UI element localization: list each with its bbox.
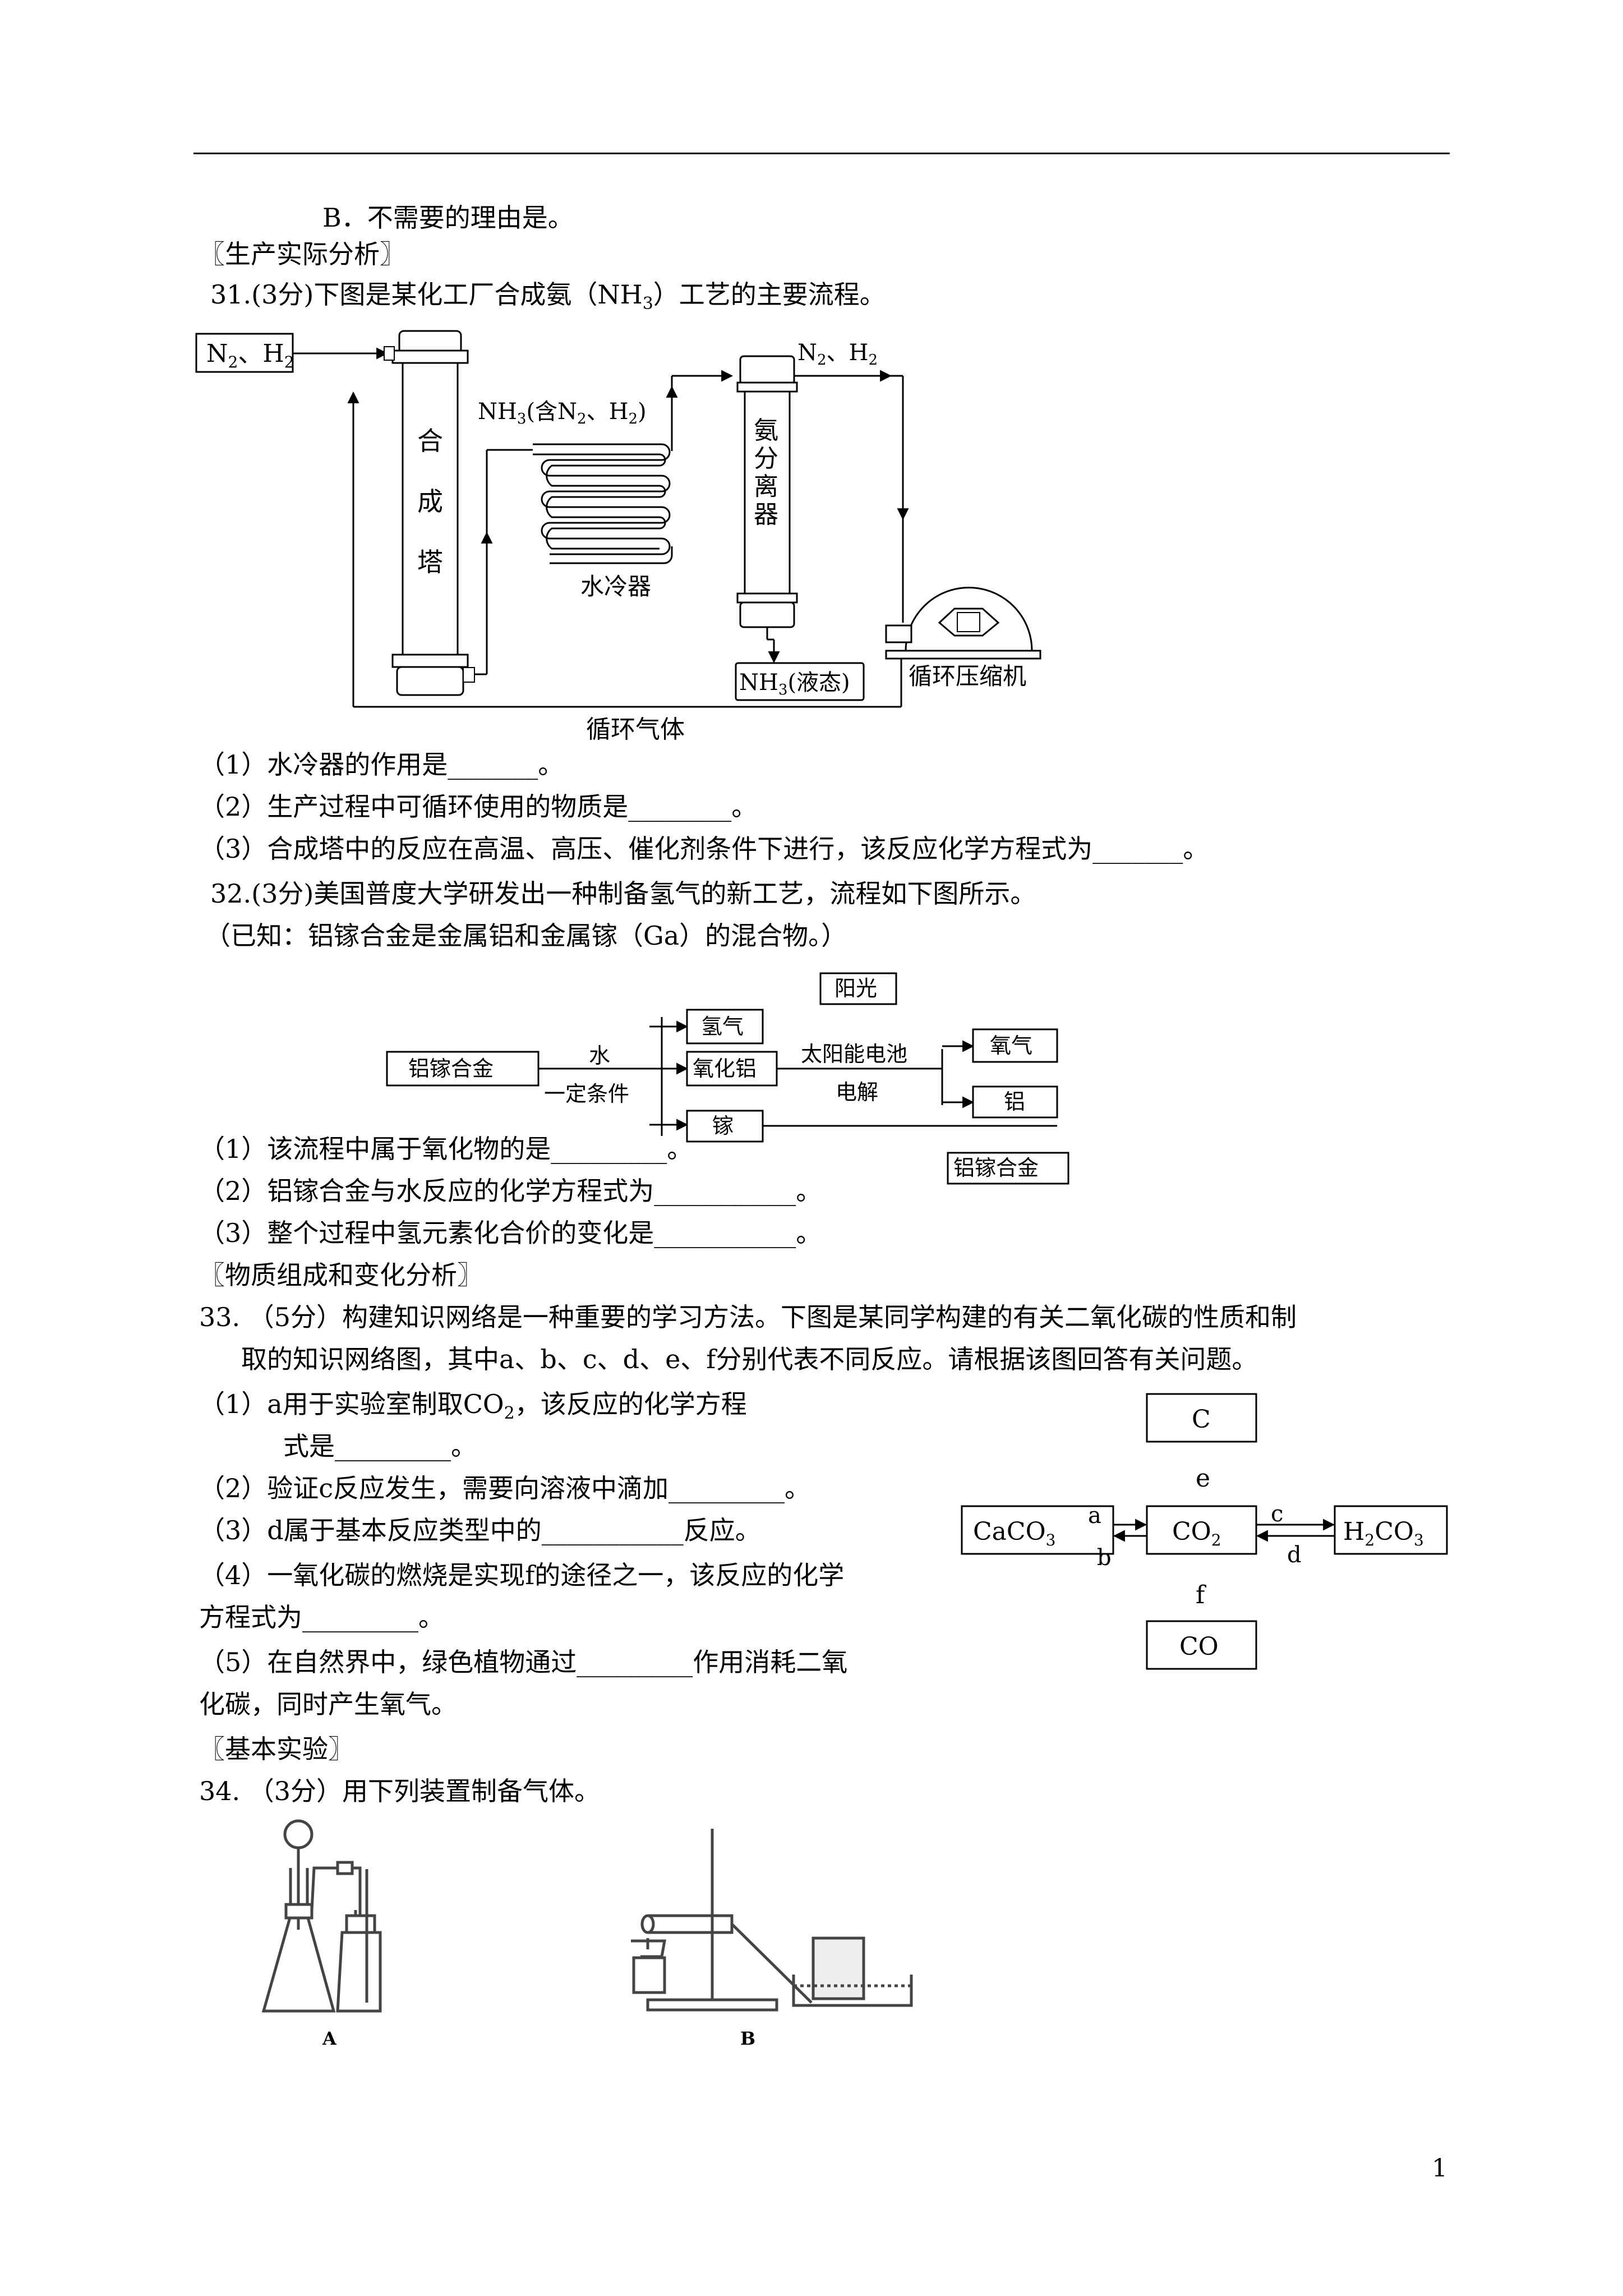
header-rule — [193, 153, 1450, 154]
recycle-gas-label: 循环气体 — [586, 715, 685, 744]
svg-text:成: 成 — [417, 486, 443, 517]
svg-text:CO: CO — [1179, 1632, 1219, 1661]
svg-text:H2CO3: H2CO3 — [1343, 1517, 1424, 1549]
cooler-label: 水冷器 — [580, 573, 651, 600]
svg-text:b: b — [1097, 1545, 1112, 1571]
prev-answer-b: B．不需要的理由是。 — [322, 203, 574, 233]
svg-text:f: f — [1196, 1581, 1206, 1609]
liquid-ammonia-label: NH3(液态) — [739, 670, 850, 698]
q33-item-4b: 方程式为_________。 — [199, 1602, 444, 1632]
svg-text:太阳能电池: 太阳能电池 — [801, 1042, 907, 1066]
svg-text:铝镓合金: 铝镓合金 — [953, 1156, 1039, 1180]
page-number: 1 — [1432, 2154, 1447, 2183]
q31-item-3: （3）合成塔中的反应在高温、高压、催化剂条件下进行，该反应化学方程式为_____… — [199, 834, 1209, 864]
nh3-mixture-label: NH3(含N2、H2) — [478, 399, 647, 427]
top-outlet-label: N2、H2 — [797, 340, 878, 369]
svg-text:B: B — [740, 2028, 755, 2049]
q32-item-2: （2）铝镓合金与水反应的化学方程式为___________。 — [199, 1176, 822, 1206]
svg-text:离: 离 — [754, 472, 778, 501]
q32-note: （已知：铝镓合金是金属铝和金属镓（Ga）的混合物。） — [205, 921, 847, 951]
ammonia-process-diagram: N2、H2 合 成 塔 NH3(含N2、H2) 水冷器 氨 — [195, 330, 1041, 744]
svg-text:一定条件: 一定条件 — [544, 1082, 629, 1106]
ammonia-separator: 氨 分 离 器 — [736, 355, 798, 628]
svg-text:合: 合 — [417, 426, 443, 456]
svg-text:CO2: CO2 — [1172, 1517, 1221, 1549]
svg-text:铝: 铝 — [1004, 1089, 1025, 1114]
svg-text:e: e — [1196, 1464, 1210, 1493]
q33-item-4a: （4）一氧化碳的燃烧是实现f的途径之一，该反应的化学 — [199, 1560, 845, 1590]
node-carbon — [1146, 1393, 1257, 1443]
hydrogen-process-diagram: 铝镓合金 水 一定条件 氢气 氧化铝 镓 阳光 太阳能电池 电解 氧气 铝 铝镓… — [386, 972, 1069, 1185]
q32-item-3: （3）整个过程中氢元素化合价的变化是___________。 — [199, 1218, 822, 1248]
svg-text:水: 水 — [589, 1043, 610, 1068]
node-h2co3 — [1334, 1505, 1448, 1555]
apparatus-a: A — [261, 1819, 382, 2049]
node-co2 — [1146, 1505, 1257, 1555]
node-co — [1146, 1620, 1257, 1670]
co2-network-diagram: C e CaCO3 CO2 H2CO3 CO a b c d f — [961, 1393, 1448, 1670]
q34-stem: 34. （3分）用下列装置制备气体。 — [199, 1776, 601, 1806]
svg-text:塔: 塔 — [417, 547, 443, 577]
q33-item-2: （2）验证c反应发生，需要向溶液中滴加_________。 — [199, 1473, 811, 1503]
q31-item-1: （1）水冷器的作用是_______。 — [199, 749, 564, 780]
svg-text:电解: 电解 — [836, 1080, 878, 1105]
liquid-ammonia-box — [735, 662, 865, 701]
recycle-compressor — [885, 587, 1041, 660]
svg-text:分: 分 — [754, 444, 778, 473]
q33-item-5b: 化碳，同时产生氧气。 — [199, 1689, 457, 1719]
svg-text:阳光: 阳光 — [834, 976, 877, 1001]
svg-text:C: C — [1192, 1405, 1211, 1434]
svg-text:氢气: 氢气 — [701, 1014, 744, 1039]
svg-text:镓: 镓 — [712, 1114, 734, 1138]
svg-text:氨: 氨 — [754, 416, 778, 445]
q32-stem: 32.(3分)美国普度大学研发出一种制备氢气的新工艺，流程如下图所示。 — [210, 878, 1036, 909]
q31-item-2: （2）生产过程中可循环使用的物质是________。 — [199, 792, 758, 822]
node-caco3 — [961, 1505, 1114, 1555]
q33-item-1b: 式是_________。 — [283, 1431, 477, 1461]
section-experiment: 〖基本实验〗 — [199, 1734, 354, 1764]
svg-text:氧气: 氧气 — [990, 1033, 1032, 1058]
q32-item-1: （1）该流程中属于氧化物的是_________。 — [199, 1134, 693, 1164]
synthesis-tower: 合 成 塔 — [384, 330, 475, 696]
svg-text:A: A — [322, 2028, 337, 2049]
svg-text:c: c — [1271, 1501, 1283, 1527]
svg-text:器: 器 — [754, 500, 778, 529]
apparatus-b: B — [631, 1829, 913, 2049]
water-cooler-coil — [533, 443, 673, 564]
svg-text:d: d — [1287, 1542, 1302, 1568]
svg-text:CaCO3: CaCO3 — [973, 1517, 1055, 1549]
q33-item-5a: （5）在自然界中，绿色植物通过_________作用消耗二氧 — [199, 1647, 848, 1677]
q33-stem-line1: 33. （5分）构建知识网络是一种重要的学习方法。下图是某同学构建的有关二氧化碳… — [199, 1302, 1297, 1332]
q33-item-1a: （1）a用于实验室制取CO2，该反应的化学方程 — [199, 1389, 747, 1424]
input-gas-box — [195, 333, 294, 373]
section-production: 〖生产实际分析〗 — [199, 239, 405, 269]
q33-item-3: （3）d属于基本反应类型中的___________反应。 — [199, 1515, 761, 1545]
svg-text:氧化铝: 氧化铝 — [693, 1056, 757, 1081]
svg-text:a: a — [1088, 1503, 1101, 1529]
q31-stem: 31.(3分)下图是某化工厂合成氨（NH3）工艺的主要流程。 — [210, 279, 886, 314]
compressor-label: 循环压缩机 — [909, 662, 1026, 690]
input-gas-label: N2、H2 — [206, 339, 294, 371]
q33-stem-line2: 取的知识网络图，其中a、b、c、d、e、f分别代表不同反应。请根据该图回答有关问… — [241, 1344, 1258, 1374]
svg-text:铝镓合金: 铝镓合金 — [408, 1056, 494, 1081]
section-composition: 〖物质组成和变化分析〗 — [199, 1260, 483, 1290]
